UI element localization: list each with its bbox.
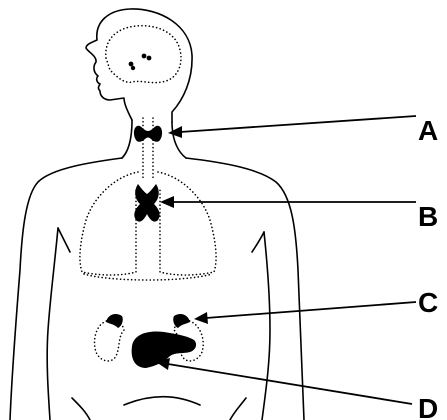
right-lung-dotted: [158, 172, 216, 275]
left-lung-dotted: [80, 172, 138, 275]
thyroid-organ: [134, 126, 162, 142]
right-adrenal-organ: [173, 314, 190, 328]
arrow-c: [194, 302, 416, 324]
thymus-organ: [134, 184, 159, 222]
arrow-a: [168, 116, 416, 138]
left-adrenal-organ: [106, 314, 123, 328]
torso-outline: [10, 158, 122, 420]
arrow-d: [156, 358, 412, 404]
label-b: B: [418, 201, 438, 232]
label-d: D: [418, 393, 438, 420]
neck-outline: [122, 120, 132, 158]
label-a: A: [418, 115, 438, 146]
label-c: C: [418, 287, 438, 318]
